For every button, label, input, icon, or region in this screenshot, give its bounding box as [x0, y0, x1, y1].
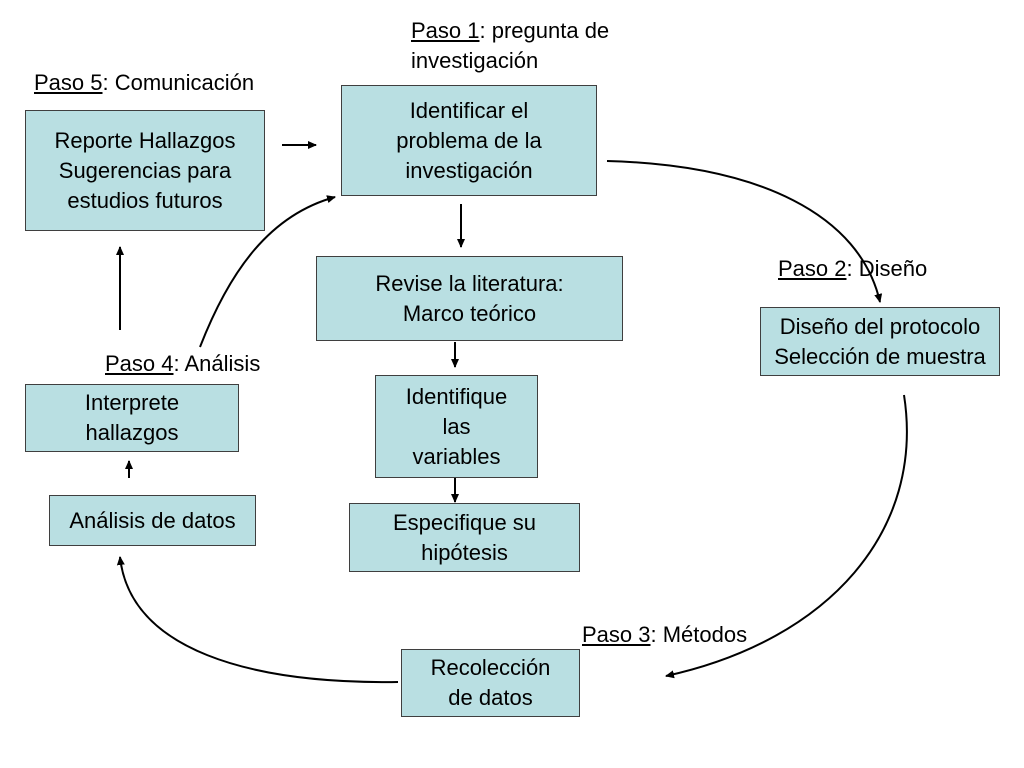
arrow-identificar-to-diseno	[606, 160, 883, 303]
step-1-text-line2: investigación	[411, 48, 539, 73]
step-3-label: Paso 3: Métodos	[582, 620, 747, 650]
box-analisis-datos: Análisis de datos	[49, 495, 256, 546]
step-4-label: Paso 4: Análisis	[105, 349, 260, 379]
box-line: Revise la literatura:	[375, 270, 564, 296]
box-reporte-hallazgos: Reporte Hallazgos Sugerencias para estud…	[25, 110, 265, 231]
arrow-diseno-to-recoleccion	[665, 394, 908, 679]
box-line: estudios futuros	[67, 187, 223, 213]
step-2-text: : Diseño	[846, 256, 928, 281]
step-2-label: Paso 2: Diseño	[778, 254, 927, 284]
step-4-text: : Análisis	[173, 351, 261, 376]
box-interprete-hallazgos: Interprete hallazgos	[25, 384, 239, 452]
box-line: Identificar el	[409, 97, 529, 123]
box-recoleccion-datos: Recolección de datos	[401, 649, 580, 717]
arrow-recoleccion-to-analisis	[116, 556, 399, 684]
box-line: Reporte Hallazgos	[54, 127, 236, 153]
step-3-text: : Métodos	[650, 622, 748, 647]
box-line: Especifique su	[392, 509, 537, 535]
box-line: hallazgos	[85, 420, 179, 445]
step-1-number: Paso 1	[411, 18, 480, 43]
box-line: Análisis de datos	[69, 507, 236, 533]
step-1-text: : pregunta de	[479, 18, 610, 43]
box-line: Selección de muestra	[774, 343, 986, 369]
box-line: investigación	[405, 157, 533, 183]
step-5-number: Paso 5	[34, 70, 103, 95]
step-1-label: Paso 1: pregunta de investigación	[411, 16, 609, 76]
box-line: de datos	[448, 685, 533, 710]
box-line: hipótesis	[421, 539, 508, 565]
step-3-number: Paso 3	[582, 622, 651, 647]
step-2-number: Paso 2	[778, 256, 847, 281]
box-line: problema de la	[396, 127, 542, 153]
box-line: Sugerencias para	[58, 157, 232, 183]
box-especifique-hipotesis: Especifique su hipótesis	[349, 503, 580, 572]
box-line: Diseño del protocolo	[779, 313, 981, 339]
box-identificar-problema: Identificar el problema de la investigac…	[341, 85, 597, 196]
box-line: variables	[412, 443, 501, 469]
box-revise-literatura: Revise la literatura: Marco teórico	[316, 256, 623, 341]
box-line: Marco teórico	[402, 300, 537, 326]
box-diseno-protocolo: Diseño del protocolo Selección de muestr…	[760, 307, 1000, 376]
box-identifique-variables: Identifique las variables	[375, 375, 538, 478]
box-line: Interprete	[84, 390, 180, 415]
step-5-label: Paso 5: Comunicación	[34, 68, 254, 98]
step-5-text: : Comunicación	[102, 70, 255, 95]
box-line: Identifique	[405, 383, 508, 409]
box-line: las	[442, 413, 471, 439]
box-line: Recolección	[430, 655, 551, 680]
arrow-analisis-step-to-identificar	[199, 195, 336, 348]
step-4-number: Paso 4	[105, 351, 174, 376]
